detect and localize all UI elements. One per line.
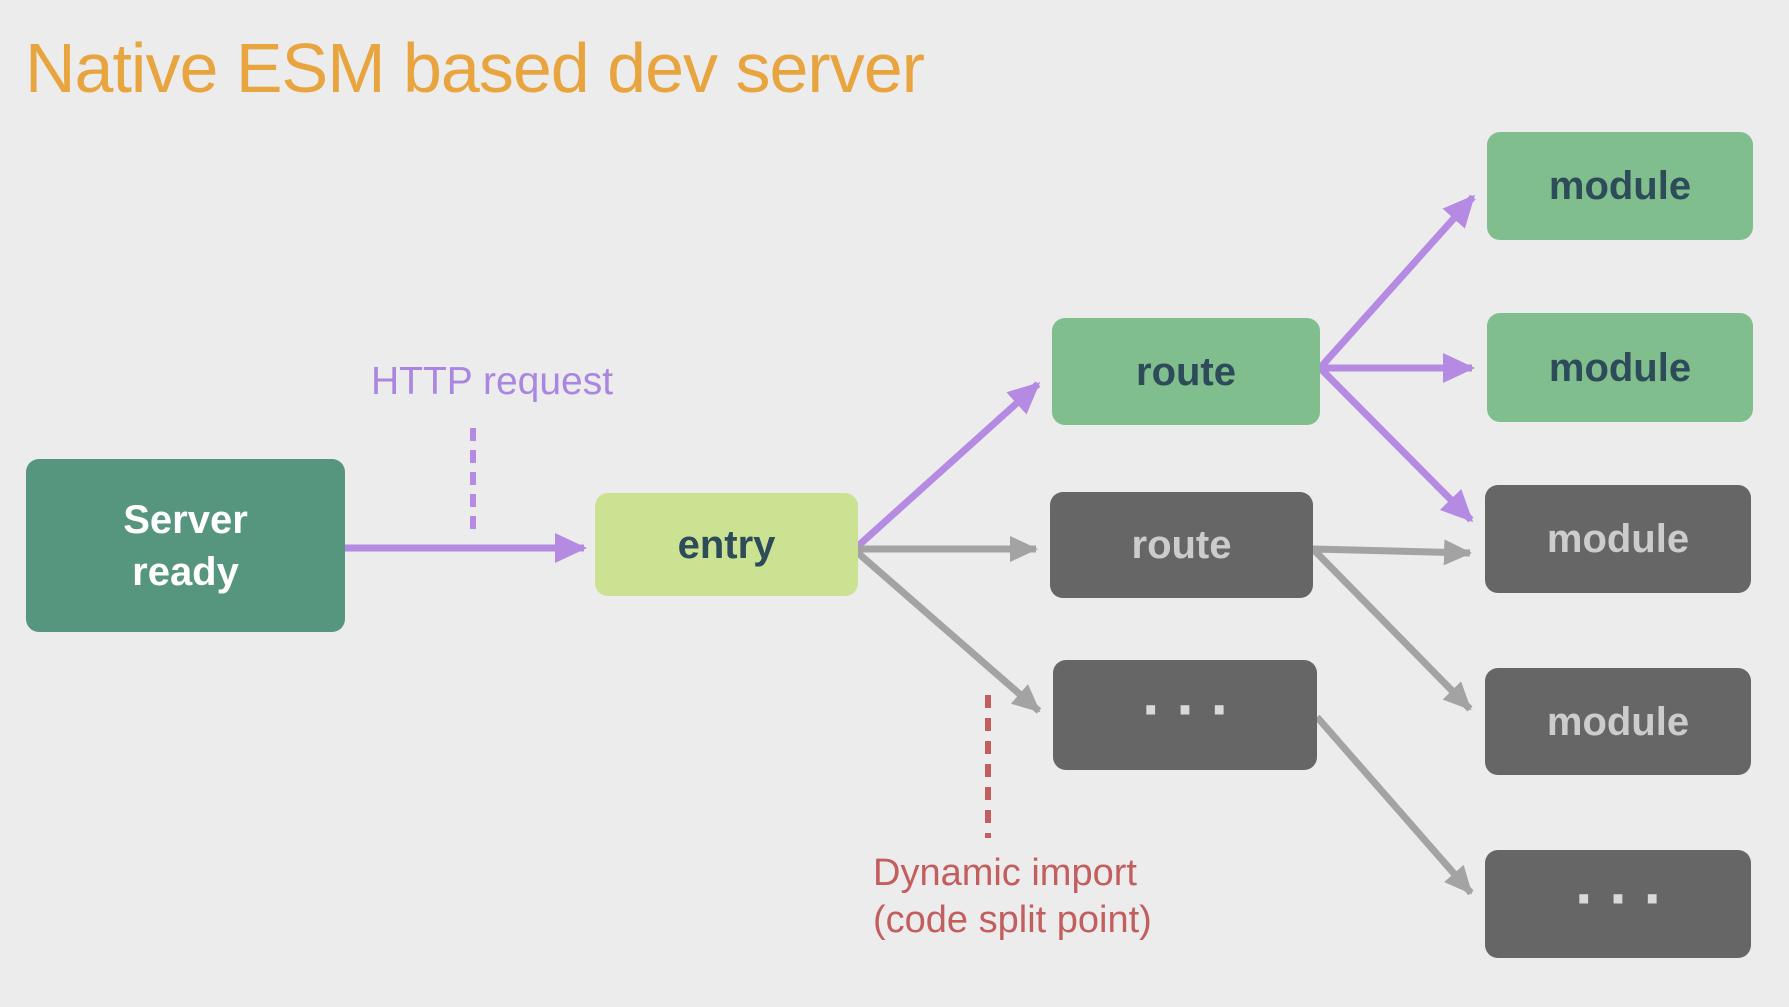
node-entry: entry <box>595 493 858 596</box>
node-module-green-1: module <box>1487 132 1753 240</box>
http-request-label: HTTP request <box>371 360 614 403</box>
arrow-route-b-to-module-d <box>1310 546 1473 712</box>
node-route-gray: route <box>1050 492 1313 598</box>
node-entry-label: entry <box>677 522 776 567</box>
arrow-entry-to-route-more <box>855 550 1042 714</box>
node-routes-ellipsis: ... <box>1053 659 1317 770</box>
dynamic-import-label-line1: Dynamic import <box>873 852 1137 894</box>
node-server-ready-label: Server ready <box>123 497 248 594</box>
node-route-green-label: route <box>1136 349 1236 394</box>
node-module-green-1-label: module <box>1548 164 1692 208</box>
dynamic-import-label: Dynamic import (code split point) <box>873 850 1152 944</box>
arrow-entry-to-route-a <box>855 381 1041 549</box>
node-modules-ellipsis: ... <box>1485 848 1751 958</box>
node-routes-ellipsis-label: ... <box>1142 659 1245 729</box>
node-module-gray-2-label: module <box>1546 699 1690 744</box>
node-server-ready: Server ready <box>26 459 345 632</box>
node-module-green-2-label: module <box>1548 345 1692 390</box>
dynamic-import-label-line2: (code split point) <box>873 899 1152 942</box>
node-module-gray-1-label: module <box>1546 517 1690 561</box>
node-module-gray-2: module <box>1485 668 1751 775</box>
arrow-route-more-to-module-more <box>1314 714 1474 896</box>
arrow-route-b-to-module-c <box>1312 539 1472 566</box>
node-route-green: route <box>1052 318 1320 425</box>
node-route-gray-label: route <box>1131 523 1232 567</box>
page-title: Native ESM based dev server <box>25 29 925 107</box>
node-module-green-2: module <box>1487 313 1753 422</box>
arrow-route-a-to-module-a <box>1317 194 1476 371</box>
node-module-gray-1: module <box>1485 485 1751 593</box>
arrow-route-a-to-module-c <box>1317 365 1474 523</box>
node-modules-ellipsis-label: ... <box>1575 848 1678 918</box>
